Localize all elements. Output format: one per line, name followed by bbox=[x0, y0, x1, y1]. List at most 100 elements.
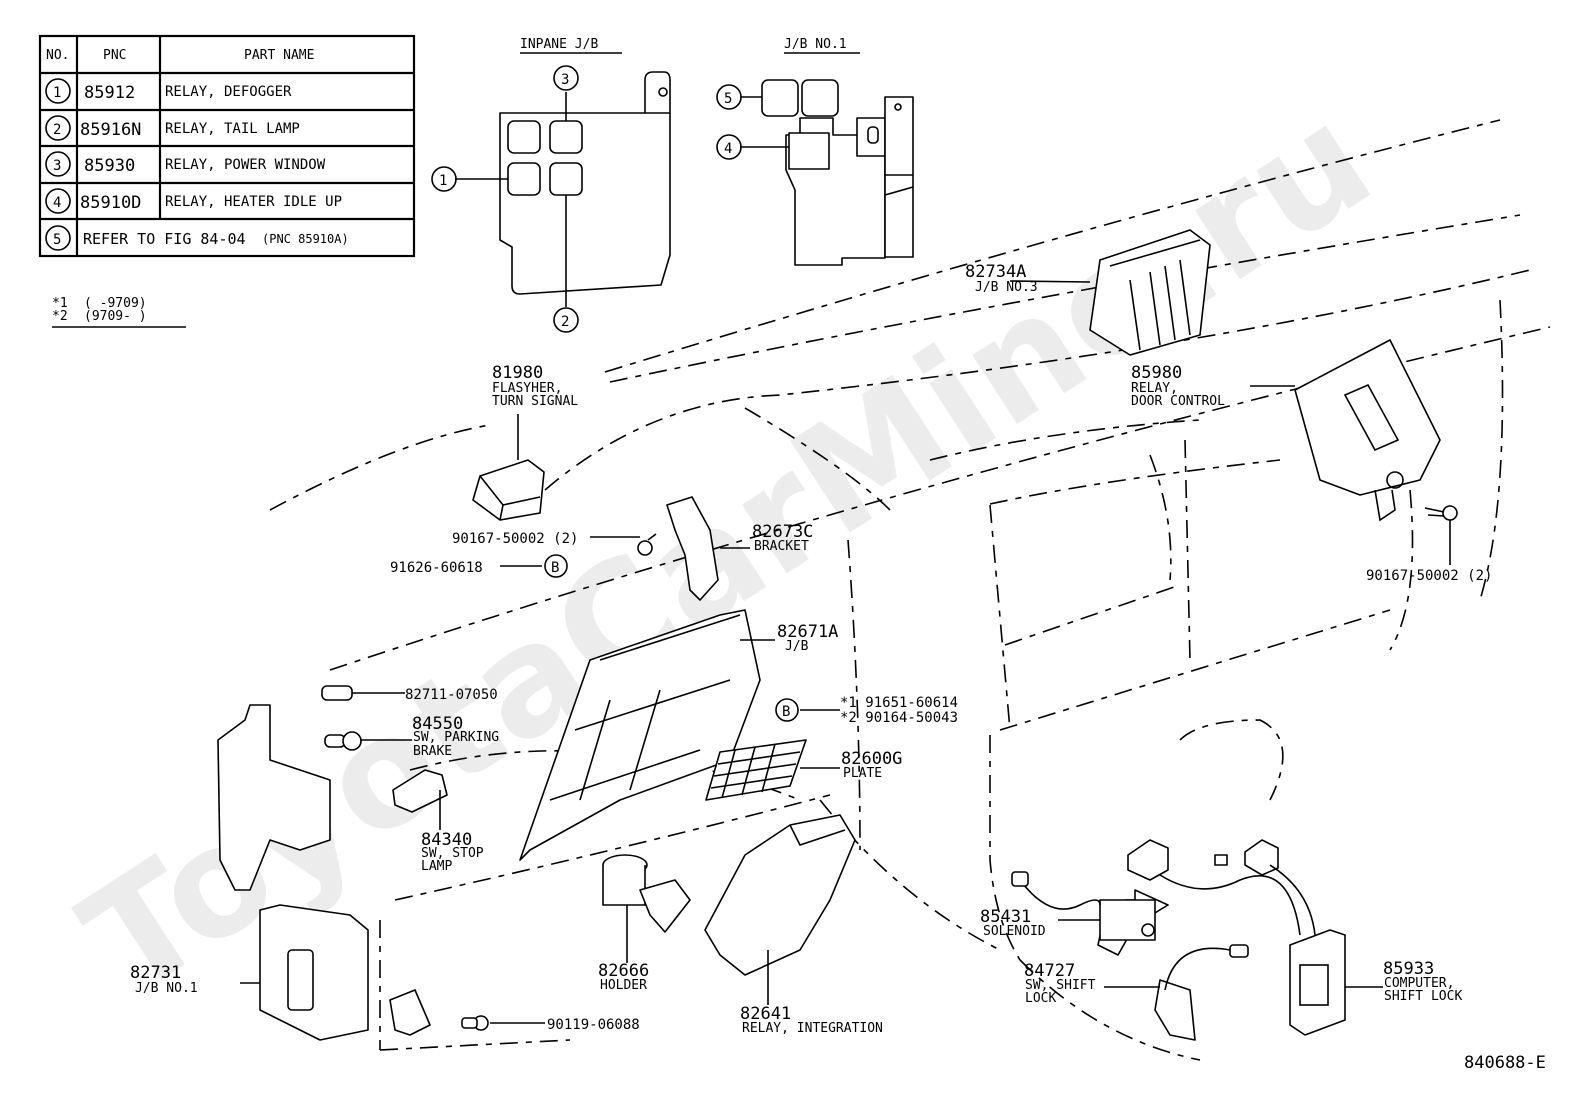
part-90119-bolt[interactable] bbox=[461, 1015, 489, 1031]
part-name: SW, PARKING bbox=[413, 730, 499, 745]
part-82666-holder[interactable] bbox=[602, 854, 691, 933]
part-82734a-jb-no3[interactable] bbox=[1089, 229, 1211, 356]
label-82731[interactable]: 82731 J/B NO.1 bbox=[130, 963, 198, 996]
part-82600g-plate[interactable] bbox=[705, 739, 807, 801]
table-row[interactable]: 1 85912 RELAY, DEFOGGER bbox=[45, 78, 292, 104]
row-part-name: RELAY, TAIL LAMP bbox=[165, 121, 300, 137]
label-82671a[interactable]: 82671A J/B bbox=[777, 622, 838, 654]
part-85431-solenoid[interactable] bbox=[1011, 871, 1169, 956]
part-name: LOCK bbox=[1025, 991, 1056, 1006]
wiring-harness bbox=[1127, 839, 1316, 936]
part-82711-clip[interactable] bbox=[321, 685, 353, 701]
part-name: SW, SHIFT bbox=[1025, 978, 1096, 993]
pedal-pad bbox=[389, 989, 431, 1036]
label-81980[interactable]: 81980 FLASYHER, TURN SIGNAL bbox=[492, 363, 578, 409]
row-no: 2 bbox=[53, 122, 61, 138]
part-81980-flasher[interactable] bbox=[472, 459, 545, 521]
inset-inpane-jb: INPANE J/B 1 2 3 bbox=[431, 37, 671, 333]
row-no: 1 bbox=[53, 85, 61, 101]
part-85933-shift-lock-computer[interactable] bbox=[1289, 929, 1346, 1036]
label-91626[interactable]: 91626-60618 bbox=[390, 560, 483, 576]
callout-3[interactable]: 3 bbox=[553, 65, 579, 91]
label-84550[interactable]: 84550 SW, PARKING BRAKE bbox=[412, 714, 499, 759]
row-refer-pnc: (PNC 85910A) bbox=[262, 232, 349, 246]
part-84550-parking-brake-switch[interactable] bbox=[324, 731, 362, 751]
header-pnc: PNC bbox=[103, 48, 126, 63]
label-82673c[interactable]: 82673C BRACKET bbox=[752, 522, 813, 554]
table-row[interactable]: 5 REFER TO FIG 84-04 (PNC 85910A) bbox=[45, 225, 349, 251]
table-row[interactable]: 4 85910D RELAY, HEATER IDLE UP bbox=[45, 188, 342, 214]
label-82666[interactable]: 82666 HOLDER bbox=[598, 961, 649, 993]
part-number: 82673C bbox=[752, 522, 813, 542]
dashboard-outline bbox=[269, 119, 1551, 1061]
part-number: 85933 bbox=[1383, 959, 1434, 979]
label-fastener-b[interactable]: *1 91651-60614 *2 90164-50043 bbox=[840, 695, 958, 726]
part-number: 85431 bbox=[980, 907, 1031, 927]
part-name: J/B NO.1 bbox=[135, 981, 198, 996]
label-84727[interactable]: 84727 SW, SHIFT LOCK bbox=[1024, 961, 1096, 1006]
row-part-name: RELAY, DEFOGGER bbox=[165, 84, 292, 100]
part-82673c-bracket[interactable] bbox=[666, 496, 719, 601]
callout-label: B bbox=[551, 560, 559, 576]
part-82731-jb-no1[interactable] bbox=[217, 704, 369, 1041]
label-90167-right[interactable]: 90167-50002 (2) bbox=[1366, 568, 1492, 584]
label-82641[interactable]: 82641 RELAY, INTEGRATION bbox=[740, 1004, 883, 1036]
part-name: FLASYHER, bbox=[492, 381, 562, 396]
part-number: 82731 bbox=[130, 963, 181, 983]
label-85980[interactable]: 85980 RELAY, DOOR CONTROL bbox=[1131, 363, 1225, 409]
part-number: 81980 bbox=[492, 363, 543, 383]
callout-label: 5 bbox=[724, 91, 732, 107]
label-82711[interactable]: 82711-07050 bbox=[405, 687, 498, 703]
label-90167-left[interactable]: 90167-50002 (2) bbox=[452, 531, 578, 547]
row-refer-text: REFER TO FIG 84-04 bbox=[83, 230, 246, 248]
part-number: 85980 bbox=[1131, 363, 1182, 383]
relay-slot bbox=[549, 162, 583, 196]
callout-2[interactable]: 2 bbox=[553, 307, 579, 333]
callout-b-right[interactable]: B bbox=[775, 698, 799, 722]
label-90119[interactable]: 90119-06088 bbox=[547, 1017, 640, 1033]
leader-lines bbox=[240, 280, 1451, 1024]
label-85933[interactable]: 85933 COMPUTER, SHIFT LOCK bbox=[1383, 959, 1462, 1004]
table-row[interactable]: 2 85916N RELAY, TAIL LAMP bbox=[45, 115, 300, 141]
part-number: *2 90164-50043 bbox=[840, 710, 958, 726]
callout-b-left[interactable]: B bbox=[544, 554, 568, 578]
table-row[interactable]: 3 85930 RELAY, POWER WINDOW bbox=[45, 151, 326, 177]
part-84727-shift-lock-switch[interactable] bbox=[1154, 944, 1249, 1041]
callout-4[interactable]: 4 bbox=[716, 134, 742, 160]
part-number: 84340 bbox=[421, 830, 472, 850]
part-90167-screw-left[interactable] bbox=[637, 533, 657, 556]
part-82641-integration-relay[interactable] bbox=[704, 814, 856, 976]
inset-title: J/B NO.1 bbox=[784, 37, 847, 52]
label-85431[interactable]: 85431 SOLENOID bbox=[980, 907, 1046, 939]
part-name: BRAKE bbox=[413, 744, 452, 759]
row-no: 4 bbox=[53, 195, 61, 211]
row-part-name: RELAY, HEATER IDLE UP bbox=[165, 194, 342, 210]
part-name: J/B NO.3 bbox=[975, 280, 1038, 295]
part-number: *1 91651-60614 bbox=[840, 695, 958, 711]
row-pnc: 85930 bbox=[84, 156, 135, 176]
callout-5[interactable]: 5 bbox=[716, 84, 742, 110]
part-name: RELAY, bbox=[1131, 381, 1178, 396]
relay-slot bbox=[507, 120, 541, 154]
part-90167-screw-right[interactable] bbox=[1424, 505, 1458, 521]
label-84340[interactable]: 84340 SW, STOP LAMP bbox=[421, 830, 484, 874]
callout-label: B bbox=[782, 704, 790, 720]
label-82734a[interactable]: 82734A J/B NO.3 bbox=[965, 262, 1038, 295]
callout-circle bbox=[45, 115, 71, 141]
callout-circle bbox=[45, 188, 71, 214]
part-84340-stop-lamp-switch[interactable] bbox=[392, 769, 448, 813]
part-number: 82641 bbox=[740, 1004, 791, 1024]
part-85980-door-control-relay[interactable] bbox=[1294, 339, 1441, 522]
callout-circle bbox=[45, 225, 71, 251]
part-name: J/B bbox=[785, 639, 809, 654]
part-number: 82666 bbox=[598, 961, 649, 981]
footnote-mark: *1 bbox=[52, 296, 68, 311]
row-no: 3 bbox=[53, 158, 61, 174]
part-number: 84727 bbox=[1024, 961, 1075, 981]
label-82600g[interactable]: 82600G PLATE bbox=[841, 749, 902, 781]
part-name: COMPUTER, bbox=[1384, 976, 1454, 991]
part-name: TURN SIGNAL bbox=[492, 394, 578, 409]
callout-1[interactable]: 1 bbox=[431, 166, 457, 192]
part-82671a-jb[interactable] bbox=[519, 609, 761, 861]
part-number: 90167-50002 (2) bbox=[1366, 568, 1492, 584]
